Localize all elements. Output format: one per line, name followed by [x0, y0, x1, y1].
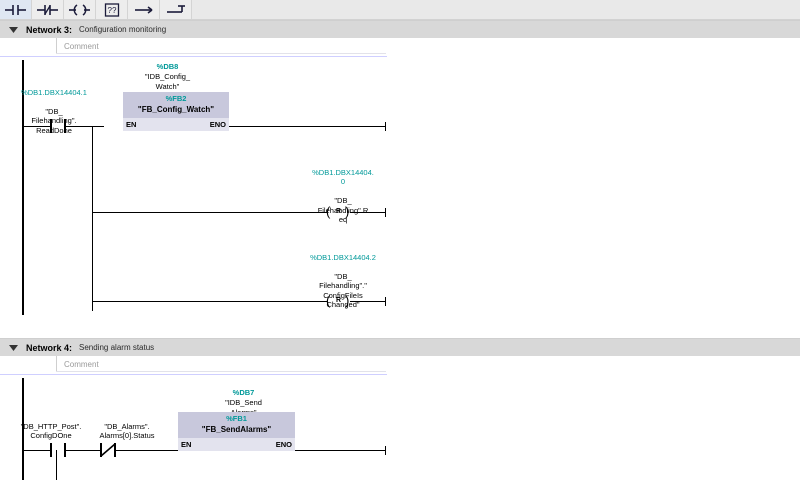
wire-rail-to-contact — [23, 126, 50, 127]
fb-block-address: %FB2 — [165, 94, 187, 103]
network-4-comment-rule — [56, 371, 386, 372]
wire-eno-terminator — [385, 122, 386, 131]
close-branch-icon[interactable] — [160, 0, 192, 19]
instruction-toolbar: ?? — [0, 0, 800, 20]
contact-label-readdone: %DB1.DBX14404.1 "DB_ Filehandling". Read… — [8, 78, 100, 135]
wire-contact-1-to-2 — [64, 450, 100, 451]
fb-block-config-watch[interactable]: %FB2 "FB_Config_Watch" EN ENO — [123, 92, 229, 131]
coil-2-address: %DB1.DBX14404.2 — [310, 252, 376, 262]
wire-coil-1-terminator — [385, 208, 386, 217]
wire-coil-1-out — [350, 212, 386, 213]
coil-2-letter: R — [336, 297, 342, 304]
wire-contact-2-to-en — [114, 450, 178, 451]
wire-coil-2-out — [350, 301, 386, 302]
wire-coil-2-terminator — [385, 297, 386, 306]
fb-eno-pin[interactable]: ENO — [275, 440, 292, 449]
fb-block-name: "FB_Config_Watch" — [137, 105, 215, 114]
wire-rail-to-contact-1 — [23, 450, 50, 451]
coil-1-symbol: "DB_ Filehandling".R eq — [317, 196, 369, 224]
fb-block-pins: EN ENO — [123, 117, 229, 131]
wire-eno-terminator — [385, 446, 386, 455]
network-4-comment-text: Comment — [64, 359, 99, 369]
contact-1-symbol: "DB_HTTP_Post". ConfigDOne — [20, 421, 82, 441]
network-4-subtitle: Sending alarm status — [79, 343, 155, 352]
no-contact-icon[interactable] — [0, 0, 32, 19]
fb-en-pin[interactable]: EN — [126, 120, 137, 129]
fb-block-header: %FB2 "FB_Config_Watch" — [123, 92, 229, 117]
network-4-title: Network 4: — [26, 342, 73, 353]
open-branch-icon[interactable] — [128, 0, 160, 19]
network-3-header[interactable]: Network 3: Configuration monitoring — [0, 20, 800, 38]
block-instance-address: %DB7 — [232, 388, 255, 397]
contact-address: %DB1.DBX14404.1 — [21, 87, 87, 97]
block-instance-label-db8: %DB8 "IDB_Config_ Watch" — [110, 62, 225, 92]
wire-branch-to-coil-2 — [92, 301, 327, 302]
coil-2-symbol: "DB_ Filehandling"." ConfigFileIs Change… — [319, 271, 367, 310]
branch-vertical-wire — [56, 450, 57, 480]
fb-block-name: "FB_SendAlarms" — [201, 425, 272, 434]
network-3-divider — [0, 56, 387, 57]
network-3-subtitle: Configuration monitoring — [79, 25, 167, 34]
fb-block-pins: EN ENO — [178, 437, 295, 451]
network-4-divider — [0, 374, 387, 375]
fb-block-send-alarms[interactable]: %FB1 "FB_SendAlarms" EN ENO — [178, 412, 295, 451]
empty-box-icon[interactable]: ?? — [96, 0, 128, 19]
nc-contact-icon[interactable] — [32, 0, 64, 19]
wire-eno-out — [229, 126, 386, 127]
toolbar-empty-area — [192, 0, 800, 19]
network-3-comment-rule — [56, 53, 386, 54]
svg-text:??: ?? — [107, 6, 116, 15]
coil-1-address: %DB1.DBX14404. 0 — [312, 167, 374, 187]
power-rail — [22, 378, 24, 480]
fb-block-address: %FB1 — [226, 414, 247, 423]
network-4-header[interactable]: Network 4: Sending alarm status — [0, 338, 800, 356]
network-3-comment-text: Comment — [64, 41, 99, 51]
wire-eno-out — [295, 450, 386, 451]
network-3-title: Network 3: — [26, 24, 73, 35]
block-instance-name: "IDB_Config_ Watch" — [144, 72, 191, 91]
coil-1-letter: R — [336, 208, 342, 215]
coil-label-configfile: %DB1.DBX14404.2 "DB_ Filehandling"." Con… — [300, 243, 386, 310]
fb-eno-pin[interactable]: ENO — [209, 120, 226, 129]
collapse-arrow-icon[interactable] — [0, 344, 26, 351]
reset-coil-configfile[interactable]: ( R ) — [326, 293, 350, 308]
coil-label-req: %DB1.DBX14404. 0 "DB_ Filehandling".R eq — [300, 158, 386, 225]
contact-symbol: "DB_ Filehandling". ReadDone — [31, 106, 77, 135]
branch-vertical-wire — [92, 126, 93, 311]
network-3-comment[interactable]: Comment — [56, 38, 387, 54]
wire-branch-to-coil-1 — [92, 212, 327, 213]
power-rail — [22, 60, 24, 315]
coil-icon[interactable] — [64, 0, 96, 19]
collapse-arrow-icon[interactable] — [0, 26, 26, 33]
network-4-comment[interactable]: Comment — [56, 356, 387, 372]
block-instance-address: %DB8 — [156, 62, 179, 71]
reset-coil-req[interactable]: ( R ) — [326, 204, 350, 219]
contact-2-symbol: "DB_Alarms". Alarms[0].Status — [99, 421, 155, 441]
contact-label-configdone: "DB_HTTP_Post". ConfigDOne — [10, 412, 92, 441]
fb-en-pin[interactable]: EN — [181, 440, 192, 449]
fb-block-header: %FB1 "FB_SendAlarms" — [178, 412, 295, 437]
wire-contact-to-en — [64, 126, 104, 127]
contact-label-alarmstatus: "DB_Alarms". Alarms[0].Status — [86, 412, 168, 441]
